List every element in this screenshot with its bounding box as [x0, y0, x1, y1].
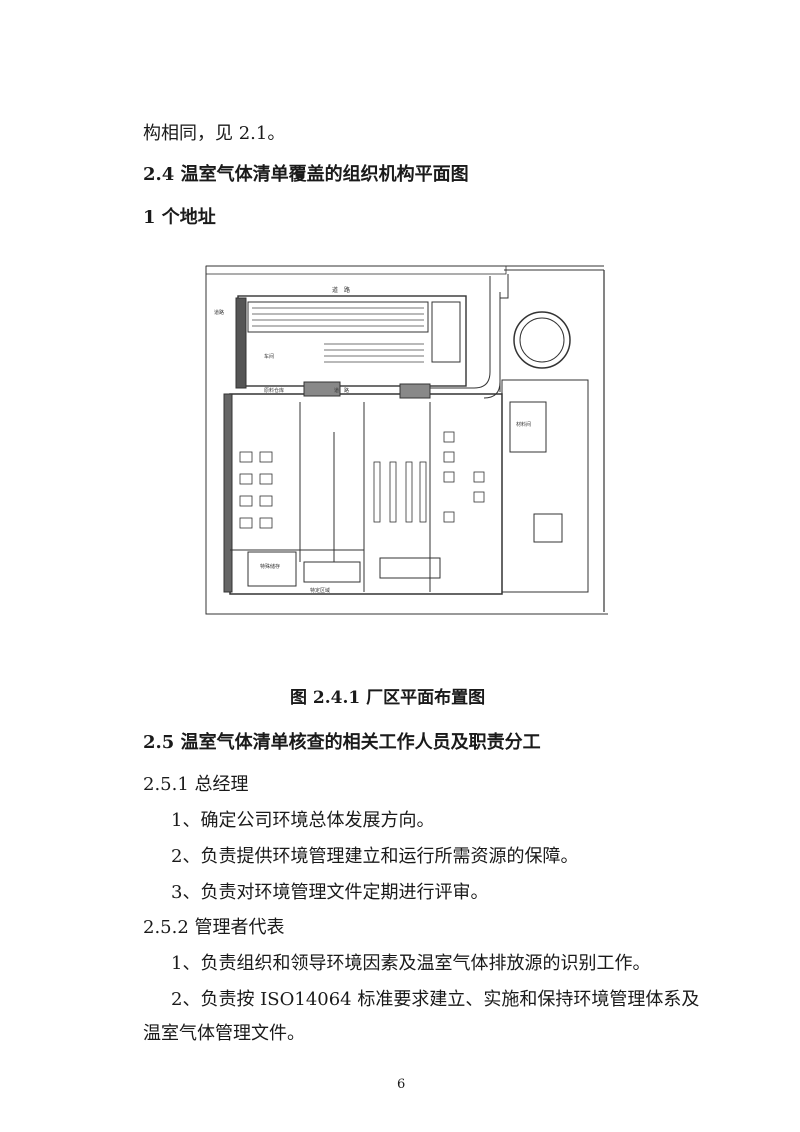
list-item: 1、负责组织和领导环境因素及温室气体排放源的识别工作。 [171, 953, 651, 974]
label-special-area: 特定区域 [310, 587, 330, 594]
list-item: 3、负责对环境管理文件定期进行评审。 [171, 882, 489, 903]
address-heading: 1 个地址 [143, 207, 216, 228]
label-workshop: 车间 [264, 353, 274, 360]
figure-caption: 图 2.4.1 厂区平面布置图 [290, 688, 486, 708]
label-road-side: 道路 [214, 309, 224, 316]
list-item-continuation: 温室气体管理文件。 [143, 1023, 305, 1044]
label-special-storage: 特殊储存 [260, 563, 280, 570]
label-material-room: 材料间 [516, 421, 531, 428]
label-warehouse: 原料仓库 [264, 387, 284, 394]
label-road-mid: 道 路 [334, 387, 349, 394]
list-item: 2、负责提供环境管理建立和运行所需资源的保障。 [171, 846, 579, 867]
list-item: 2、负责按 ISO14064 标准要求建立、实施和保持环境管理体系及 [171, 989, 700, 1010]
page-number: 6 [397, 1077, 406, 1092]
label-road-top: 道 路 [332, 286, 350, 294]
subsection-heading-2-5-1: 2.5.1 总经理 [143, 774, 249, 795]
list-item: 1、确定公司环境总体发展方向。 [171, 810, 435, 831]
section-heading-2-4: 2.4 温室气体清单覆盖的组织机构平面图 [143, 164, 469, 185]
subsection-heading-2-5-2: 2.5.2 管理者代表 [143, 917, 285, 938]
continued-text: 构相同，见 2.1。 [143, 123, 286, 144]
factory-floor-plan: 道 路 道路 车间 原料仓库 道 路 特殊储存 特定区域 材料间 [205, 265, 608, 615]
section-heading-2-5: 2.5 温室气体清单核查的相关工作人员及职责分工 [143, 732, 541, 753]
